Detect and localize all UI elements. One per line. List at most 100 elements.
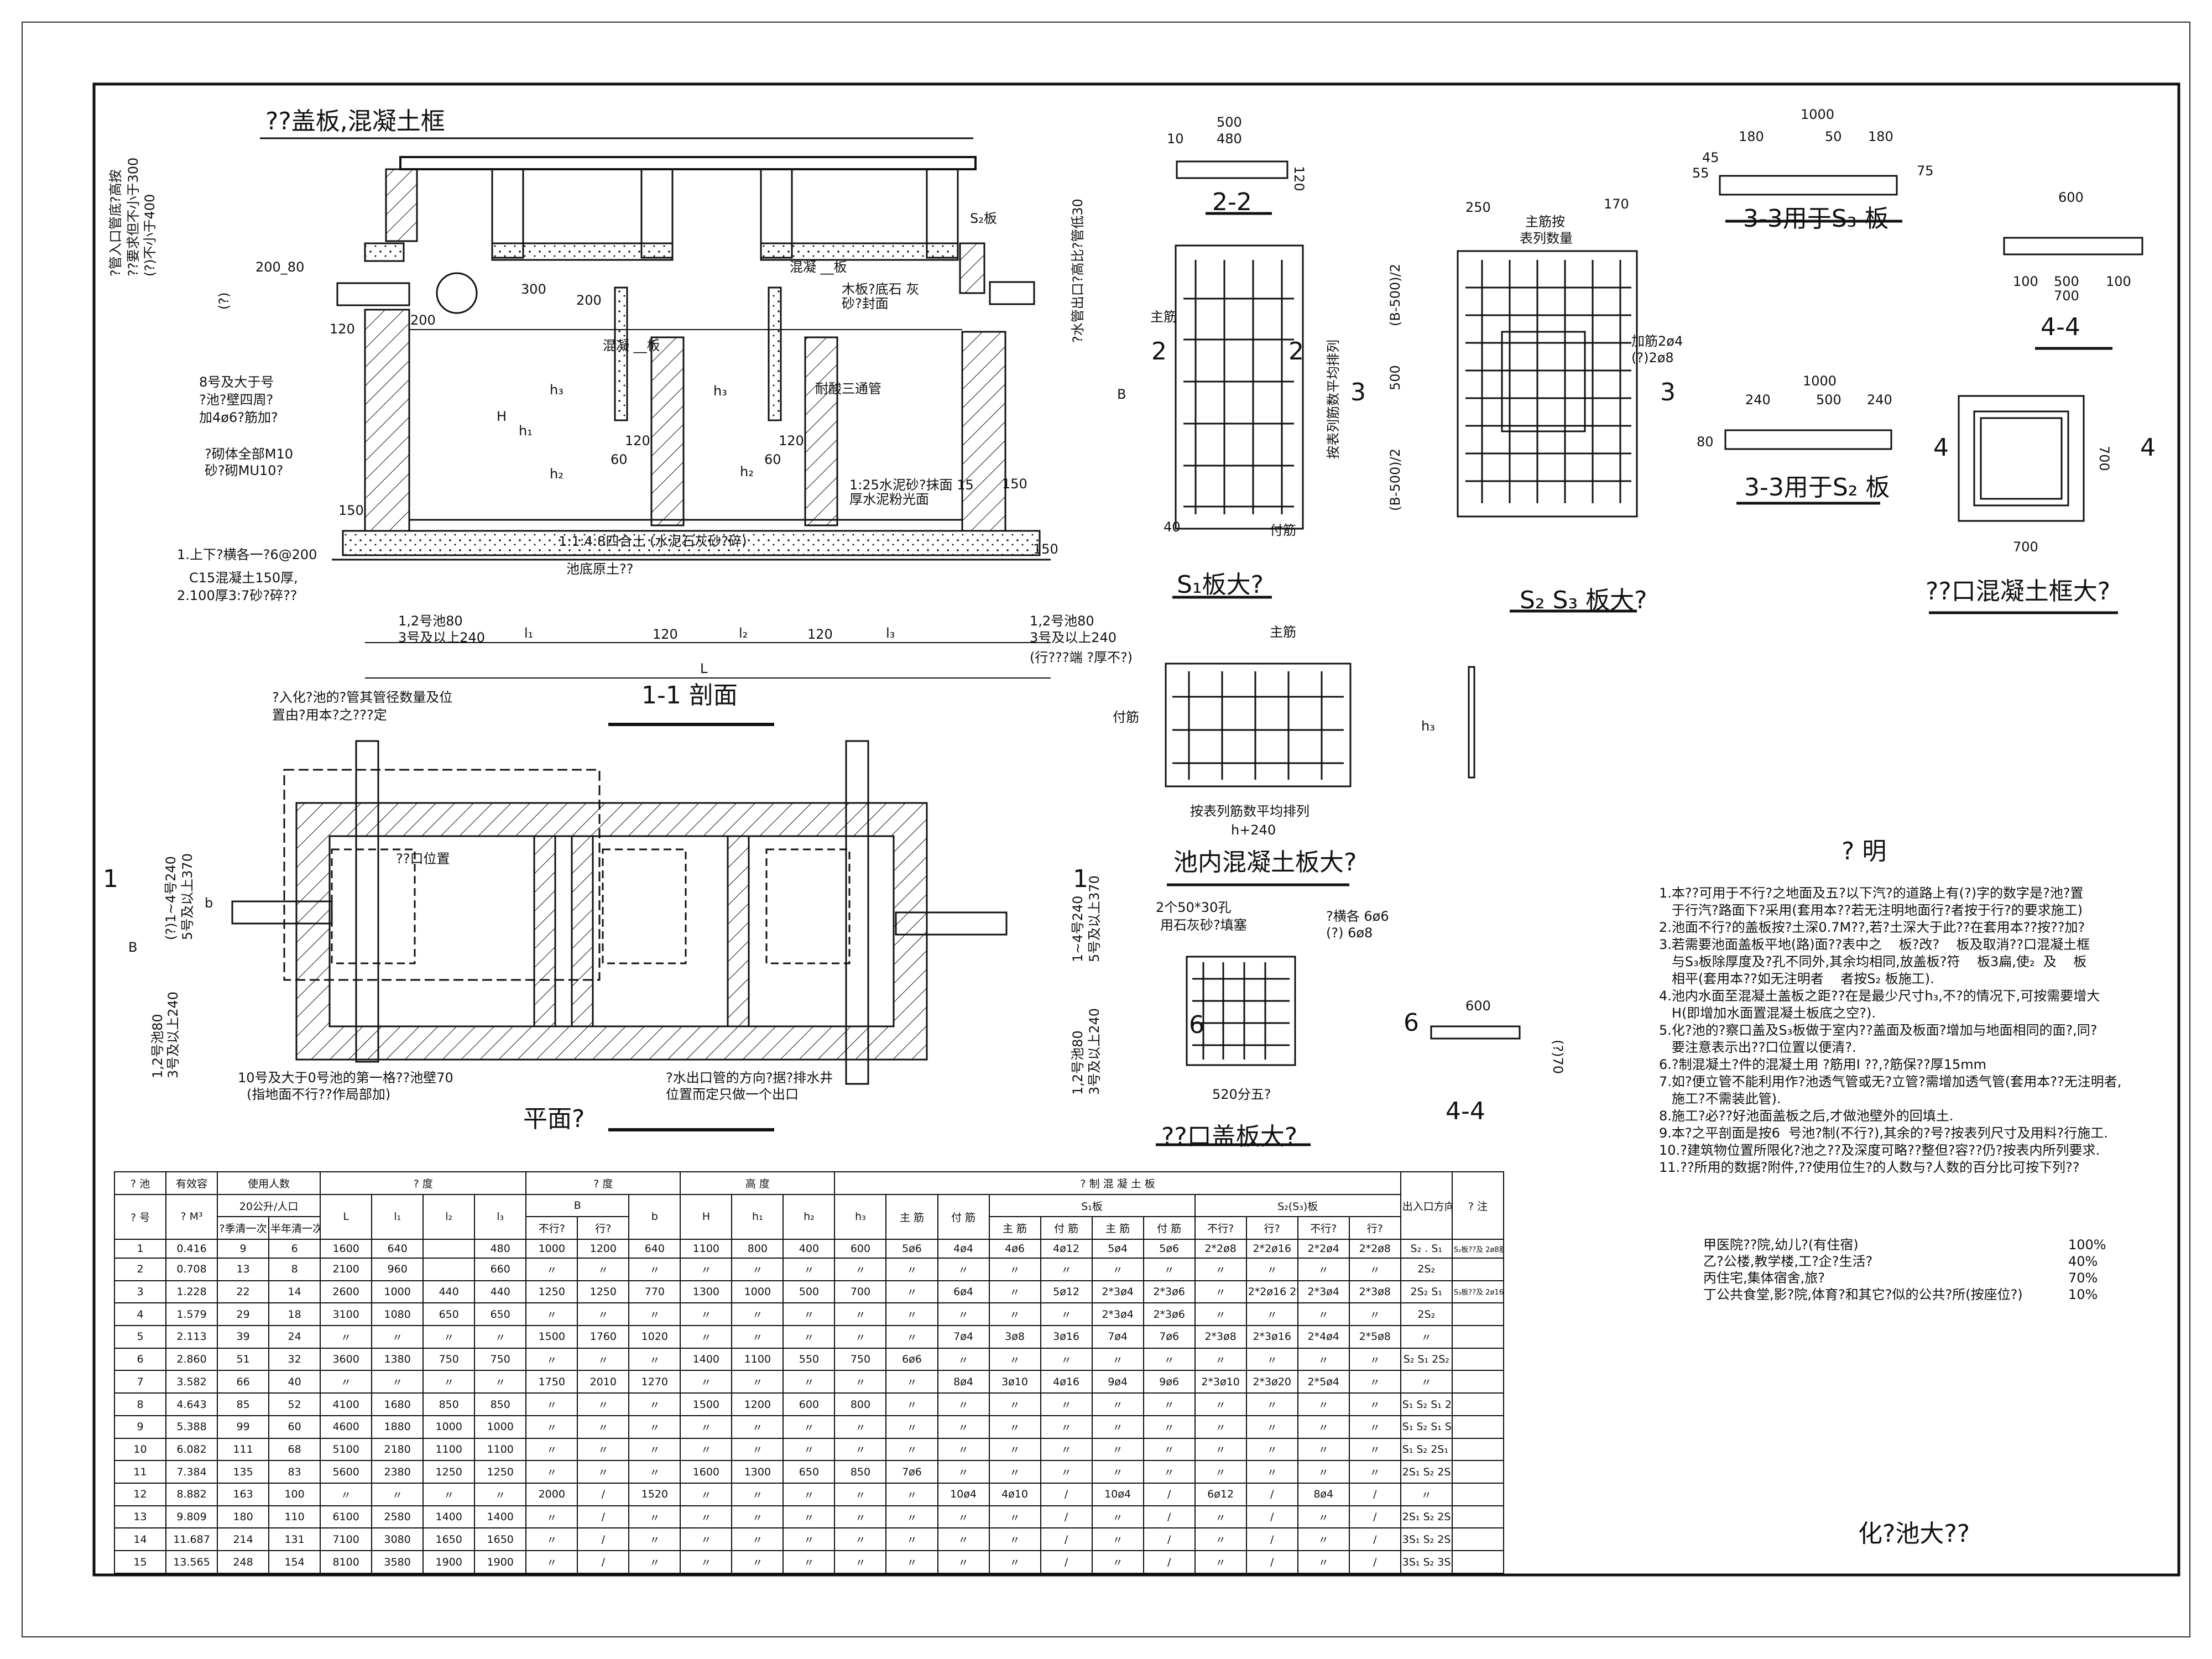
table-cell: 有效容 bbox=[165, 1171, 218, 1195]
table-cell: 〃 bbox=[1194, 1302, 1247, 1326]
table-cell: 3080 bbox=[371, 1527, 424, 1552]
table-cell: 4100 bbox=[320, 1392, 373, 1416]
sheet-title: 化?池大?? bbox=[1858, 1520, 1970, 1548]
table-cell: 〃 bbox=[320, 1325, 373, 1349]
table-cell: 11.687 bbox=[165, 1527, 218, 1552]
table-cell: 2100 bbox=[320, 1257, 373, 1281]
table-cell: 〃 bbox=[525, 1257, 578, 1281]
table-cell: 〃 bbox=[1040, 1347, 1093, 1371]
note-line: H(即增加水面置混凝土板底之空?). bbox=[1659, 1005, 1876, 1021]
table-cell: 〃 bbox=[1297, 1460, 1350, 1484]
cover-holes-note-1: 2个50*30孔 bbox=[1156, 900, 1232, 915]
left-note-3: 加4ø6?筋加? bbox=[199, 410, 278, 425]
table-cell: 1880 bbox=[371, 1415, 424, 1439]
table-cell: 〃 bbox=[834, 1302, 887, 1326]
mix-plate-1-label: 混凝 __板 bbox=[603, 338, 660, 353]
table-cell: 2*2ø16 2*2ø12 bbox=[1245, 1280, 1298, 1304]
table-cell: 770 bbox=[628, 1280, 681, 1304]
s3-dim-50: 50 bbox=[1825, 129, 1842, 144]
table-cell: 〃 bbox=[885, 1437, 938, 1462]
table-cell: l₂ bbox=[422, 1193, 476, 1240]
table-cell: S₁ S₂ 2S₁ S₂ S₁ S₂ bbox=[1400, 1437, 1453, 1462]
table-cell: 2 bbox=[113, 1257, 167, 1281]
table-cell: 800 bbox=[731, 1239, 784, 1259]
table-cell: 〃 bbox=[1245, 1302, 1298, 1326]
d44-dim-100-r: 100 bbox=[2106, 274, 2131, 289]
section-1-1-title: 1-1 剖面 bbox=[641, 681, 738, 709]
table-cell: 〃 bbox=[1297, 1415, 1350, 1439]
s2-dim-500: 500 bbox=[1816, 392, 1841, 408]
table-cell: 1000 bbox=[731, 1280, 784, 1304]
table-cell: 〃 bbox=[834, 1325, 887, 1349]
table-cell: 110 bbox=[268, 1505, 321, 1529]
table-cell: 〃 bbox=[1040, 1302, 1093, 1326]
cut-mark-3-left: 3 bbox=[1350, 378, 1366, 406]
table-cell: S₂ S₁ 2S₂ bbox=[1400, 1347, 1453, 1371]
table-cell: 6 bbox=[268, 1239, 321, 1259]
plan-right-dim-2: 5号及以上370 bbox=[1087, 875, 1102, 962]
table-cell: 1500 bbox=[525, 1325, 578, 1349]
table-cell: h₁ bbox=[731, 1193, 784, 1240]
table-cell: 850 bbox=[474, 1392, 527, 1416]
drawing-frame bbox=[92, 82, 2180, 1577]
dim-120-c: 120 bbox=[653, 627, 678, 642]
s1-main-bar-label: 主筋 bbox=[1150, 309, 1177, 325]
detail-cover-plate bbox=[1156, 956, 1521, 1146]
table-cell: 〃 bbox=[937, 1505, 990, 1529]
table-cell: 2*5ø4 bbox=[1297, 1370, 1350, 1394]
table-cell: 〃 bbox=[782, 1505, 836, 1529]
manhole-position-label: ??口位置 bbox=[396, 851, 450, 867]
table-cell: 163 bbox=[217, 1483, 270, 1506]
frame-dim-700: 700 bbox=[2013, 539, 2038, 555]
table-cell: 〃 bbox=[577, 1257, 630, 1281]
table-cell: ? 度 bbox=[320, 1171, 527, 1195]
table-cell: 〃 bbox=[937, 1302, 990, 1326]
table-cell: 〃 bbox=[371, 1483, 424, 1506]
table-cell: 32 bbox=[268, 1347, 321, 1371]
table-cell: 〃 bbox=[1194, 1257, 1247, 1281]
table-cell: 3S₁ S₂ 3S₁ S₂ 4S₁ S₂ bbox=[1400, 1550, 1453, 1574]
table-cell: 9.809 bbox=[165, 1505, 218, 1529]
table-cell bbox=[1451, 1483, 1505, 1506]
s2s3-table-label: 表列数量 bbox=[1520, 231, 1573, 246]
table-cell: 主 筋 bbox=[885, 1193, 938, 1240]
s1-dim-40: 40 bbox=[1164, 519, 1181, 535]
table-cell: 〃 bbox=[1348, 1392, 1401, 1416]
table-cell: 13 bbox=[113, 1505, 167, 1529]
plan-right-dim-4: 3号及以上240 bbox=[1087, 1008, 1102, 1095]
table-cell: 〃 bbox=[577, 1437, 630, 1462]
table-cell: 〃 bbox=[731, 1415, 784, 1439]
inlet-note-1: ?入化?池的?管其管径数量及位 bbox=[272, 690, 453, 705]
table-cell: 〃 bbox=[834, 1437, 887, 1462]
table-cell: 1250 bbox=[577, 1280, 630, 1304]
table-cell: 1080 bbox=[371, 1302, 424, 1326]
table-cell: 〃 bbox=[937, 1347, 990, 1371]
table-cell: 4.643 bbox=[165, 1392, 218, 1416]
table-cell: 〃 bbox=[782, 1437, 836, 1462]
table-cell: 2*3ø16 bbox=[1245, 1325, 1298, 1349]
table-cell: 不行? bbox=[1297, 1216, 1350, 1240]
table-cell: 1300 bbox=[680, 1280, 733, 1304]
table-cell: 3580 bbox=[371, 1550, 424, 1574]
detail-4-4b-title: 4-4 bbox=[1446, 1097, 1485, 1125]
table-cell: 131 bbox=[268, 1527, 321, 1552]
table-cell: / bbox=[1348, 1550, 1401, 1574]
table-cell: 2*3ø4 bbox=[1297, 1280, 1350, 1304]
table-cell: 〃 bbox=[628, 1347, 681, 1371]
s2s3-add-bars-1: 加筋2ø4 bbox=[1631, 333, 1683, 349]
s2s3-dim-bm500-top: (B-500)/2 bbox=[1387, 263, 1403, 326]
table-cell: 22 bbox=[217, 1280, 270, 1304]
table-cell: 40 bbox=[268, 1370, 321, 1394]
table-cell: 8ø4 bbox=[937, 1370, 990, 1394]
plan-note-1: 10号及大于0号池的第一格??池壁70 bbox=[238, 1070, 453, 1086]
table-cell: 1000 bbox=[422, 1415, 476, 1439]
table-cell: 〃 bbox=[680, 1325, 733, 1349]
table-cell: 1650 bbox=[422, 1527, 476, 1552]
table-cell: 1650 bbox=[474, 1527, 527, 1552]
table-cell: 〃 bbox=[628, 1302, 681, 1326]
d44-dim-600: 600 bbox=[2058, 190, 2084, 205]
table-cell: 2010 bbox=[577, 1370, 630, 1394]
d44b-dim-70: (?)70 bbox=[1550, 1040, 1566, 1074]
